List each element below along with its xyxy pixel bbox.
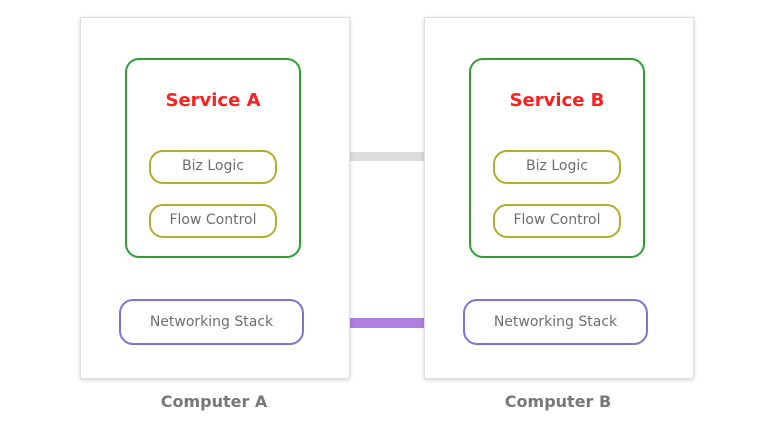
service-b-biz-logic: Biz Logic bbox=[493, 150, 621, 184]
logical-connection-line bbox=[308, 152, 458, 161]
service-a-biz-logic: Biz Logic bbox=[149, 150, 277, 184]
computer-a-label: Computer A bbox=[160, 392, 268, 411]
computer-a-box: Service A Biz Logic Flow Control Network… bbox=[80, 17, 350, 379]
service-b-title: Service B bbox=[509, 90, 605, 111]
service-b-box: Service B Biz Logic Flow Control bbox=[469, 58, 645, 258]
service-a-box: Service A Biz Logic Flow Control bbox=[125, 58, 301, 258]
service-a-flow-control: Flow Control bbox=[149, 204, 277, 238]
computer-b-box: Service B Biz Logic Flow Control Network… bbox=[424, 17, 694, 379]
network-connection-line bbox=[303, 318, 461, 328]
computer-b-networking-stack: Networking Stack bbox=[463, 299, 648, 345]
service-a-title: Service A bbox=[165, 90, 261, 111]
service-b-flow-control: Flow Control bbox=[493, 204, 621, 238]
computer-b-label: Computer B bbox=[504, 392, 612, 411]
computer-a-networking-stack: Networking Stack bbox=[119, 299, 304, 345]
